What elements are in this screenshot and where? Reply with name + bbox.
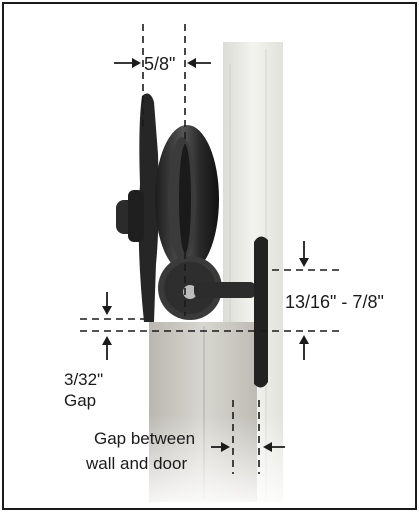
wall-gap-label-line1: Gap between — [94, 429, 196, 448]
clearance-range-label: 13/16" - 7/8" — [285, 292, 384, 312]
gap-measure-label: 3/32" — [64, 370, 104, 389]
clearance-arrows — [299, 241, 309, 360]
hanger-strap — [138, 93, 159, 322]
gap-arrows — [102, 292, 112, 360]
top-measure-label: 5/8" — [144, 54, 176, 74]
top-measure-arrows — [114, 58, 211, 68]
door-hardware-illustration — [80, 24, 402, 504]
wall-gap-arrows — [211, 442, 285, 452]
gap-word-label: Gap — [64, 391, 97, 410]
wall-gap-label-line2: wall and door — [86, 454, 188, 473]
guide-lines — [80, 24, 342, 474]
wall-mount-plate — [254, 236, 268, 388]
